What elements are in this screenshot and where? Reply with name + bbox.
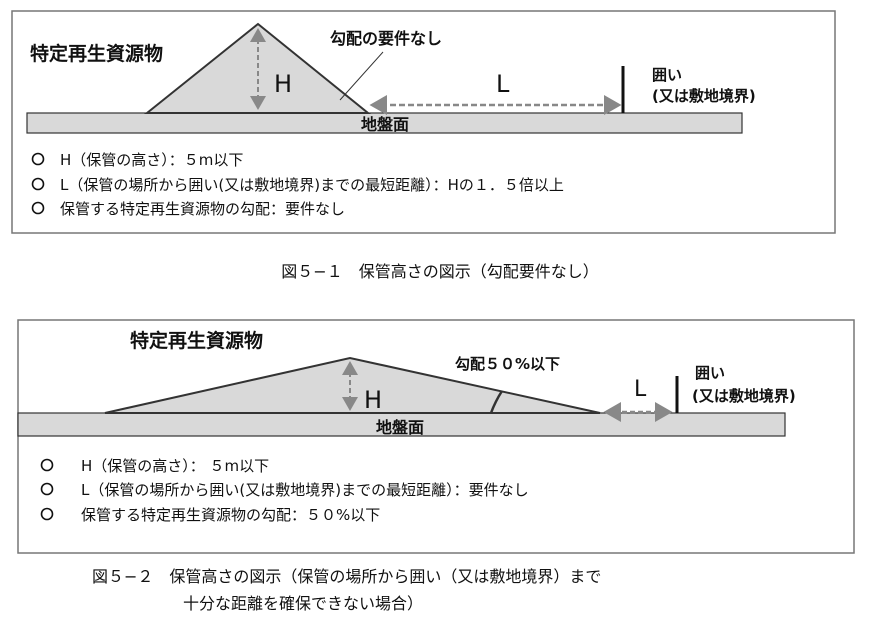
figure-1: 地盤面 H 勾配の要件なし 特定再生資源物 L 囲い (又は敷地境界) H（保管… xyxy=(11,10,836,234)
bullet-circle-icon xyxy=(40,482,54,496)
material-label: 特定再生資源物 xyxy=(130,329,263,352)
slope-note: 勾配の要件なし xyxy=(330,29,442,48)
ground-label: 地盤面 xyxy=(361,115,409,134)
slope-note: 勾配５０%以下 xyxy=(455,355,560,373)
l-label: L xyxy=(496,70,510,98)
fence-label: 囲い xyxy=(652,66,682,84)
l-label: L xyxy=(634,377,647,402)
fence-label-note: (又は敷地境界) xyxy=(692,387,796,405)
bullet-circle-icon xyxy=(40,458,54,472)
bullet-circle-icon xyxy=(31,177,45,191)
fence-label: 囲い xyxy=(695,364,725,382)
material-label: 特定再生資源物 xyxy=(30,42,163,65)
bullet-item: H（保管の高さ）： ５m以下 xyxy=(81,457,269,475)
bullet-item: H（保管の高さ）：５m以下 xyxy=(60,151,243,169)
bullet-circle-icon xyxy=(31,152,45,166)
h-label: H xyxy=(274,70,292,98)
bullet-item: 保管する特定再生資源物の勾配：５０%以下 xyxy=(81,506,380,524)
h-label: H xyxy=(364,386,382,414)
ground-label: 地盤面 xyxy=(376,418,424,437)
figure-2-caption: 図５−２ 保管高さの図示（保管の場所から囲い（又は敷地境界）まで xyxy=(92,567,601,586)
slope-angle-arc xyxy=(489,390,504,414)
figure-1-caption: 図５−１ 保管高さの図示（勾配要件なし） xyxy=(281,262,598,281)
fence-label-note: (又は敷地境界) xyxy=(652,87,756,105)
figure-2-bullets: H（保管の高さ）： ５m以下 L（保管の場所から囲い(又は敷地境界)までの最短距… xyxy=(40,457,529,524)
bullet-item: 保管する特定再生資源物の勾配：要件なし xyxy=(60,200,345,218)
figure-2-caption-continued: 十分な距離を確保できない場合） xyxy=(183,594,423,613)
bullet-item: L（保管の場所から囲い(又は敷地境界)までの最短距離）：Hの１．５倍以上 xyxy=(60,176,564,194)
figure-1-bullets: H（保管の高さ）：５m以下 L（保管の場所から囲い(又は敷地境界)までの最短距離… xyxy=(31,151,564,218)
slope-leader-line xyxy=(339,51,384,101)
bullet-item: L（保管の場所から囲い(又は敷地境界)までの最短距離）：要件なし xyxy=(81,481,529,499)
bullet-circle-icon xyxy=(40,507,54,521)
figure-2: 地盤面 H 勾配５０%以下 特定再生資源物 L 囲い (又は敷地境界) H（保管… xyxy=(17,319,855,554)
bullet-circle-icon xyxy=(31,201,45,215)
